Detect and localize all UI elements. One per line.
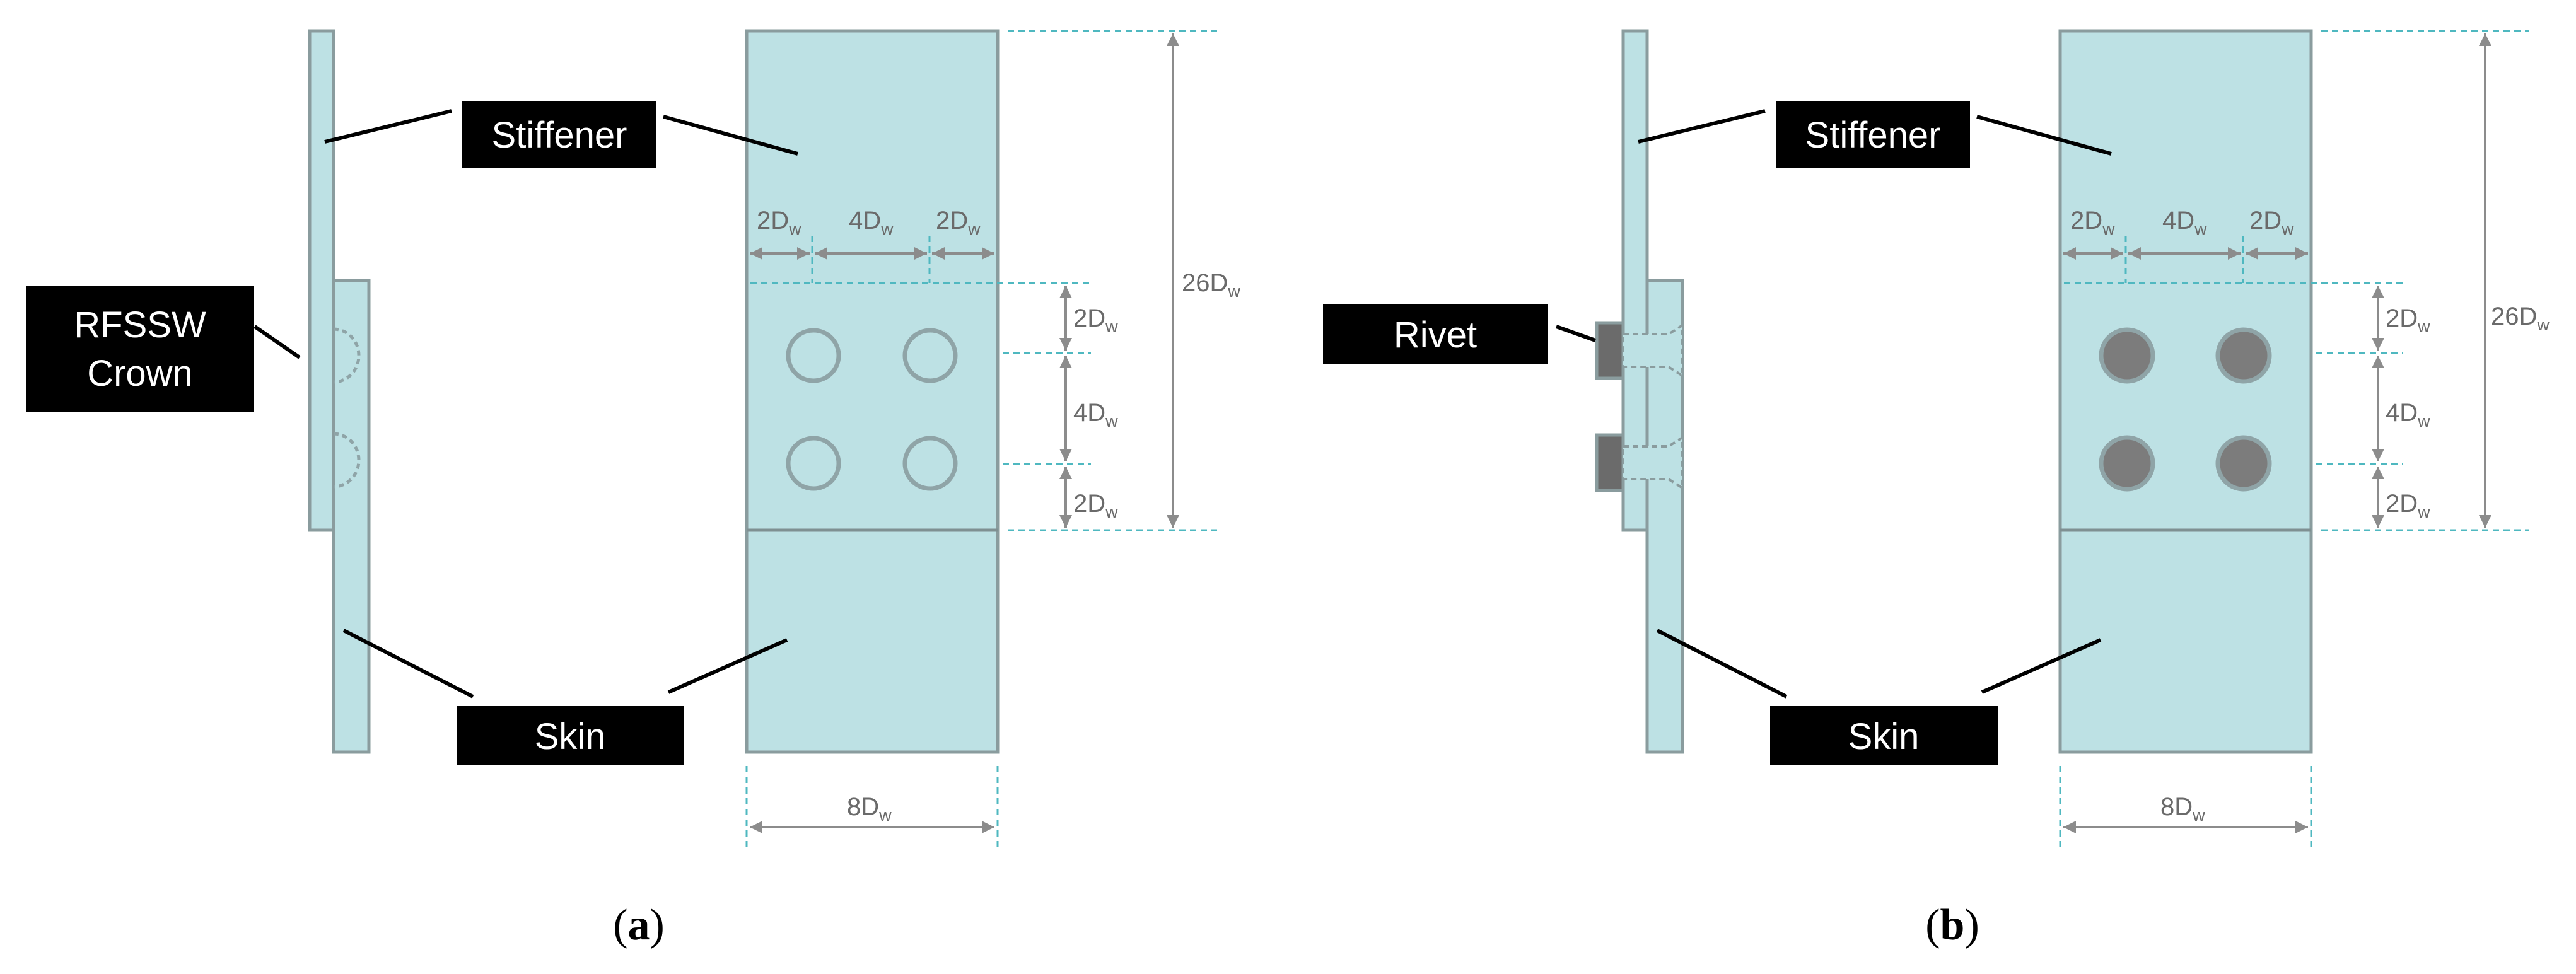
label-rivet: Rivet bbox=[1394, 315, 1477, 356]
label-crown: Crown bbox=[87, 353, 193, 394]
panel-b: 2Dw 4Dw 2Dw 2Dw 4Dw 2Dw 26Dw 8Dw Stiffen… bbox=[1323, 29, 2550, 949]
dimension-arrows-a bbox=[750, 33, 1179, 833]
dim-label-4dw: 4Dw bbox=[1073, 399, 1118, 431]
leader-lines-b bbox=[1555, 109, 2112, 699]
dim-label-2dw: 2Dw bbox=[1073, 490, 1118, 521]
weld-spot bbox=[902, 436, 958, 491]
label-box-skin-b bbox=[1770, 706, 1998, 765]
dim-label-26dw: 26Dw bbox=[2491, 303, 2550, 334]
dim-label-2dw: 2Dw bbox=[936, 207, 981, 238]
label-box-skin-a bbox=[457, 706, 684, 765]
rfssw-crown-lower bbox=[333, 432, 361, 489]
label-box-stiffener-b bbox=[1776, 101, 1970, 168]
stiffener-front-b bbox=[2058, 29, 2313, 532]
weld-spot bbox=[902, 328, 958, 383]
stiffener-front-a bbox=[745, 29, 1000, 532]
dim-label-2dw: 2Dw bbox=[1073, 304, 1118, 336]
dim-label-2dw: 2Dw bbox=[2249, 207, 2294, 238]
front-view-a bbox=[745, 29, 1000, 754]
label-skin-a: Skin bbox=[535, 716, 606, 757]
side-view-a bbox=[308, 29, 371, 754]
label-rfssw: RFSSW bbox=[74, 304, 206, 345]
panel-a: 2Dw 4Dw 2Dw 2Dw 4Dw 2Dw 26Dw 8Dw Stiffen… bbox=[26, 29, 1240, 949]
skin-side-a bbox=[332, 279, 371, 754]
label-box-stiffener-a bbox=[462, 101, 656, 168]
label-box-rfssw-crown bbox=[26, 286, 254, 412]
rivet-head-lower bbox=[1595, 433, 1625, 492]
dim-label-8dw: 8Dw bbox=[2160, 793, 2205, 825]
rivet-spot bbox=[2215, 435, 2272, 492]
label-stiffener-b: Stiffener bbox=[1805, 115, 1941, 156]
weld-spot bbox=[786, 328, 841, 383]
rivet-head-upper bbox=[1595, 321, 1625, 380]
dimension-arrows-b bbox=[2063, 33, 2491, 833]
caption-b: (b) bbox=[1925, 901, 1979, 949]
caption-a: (a) bbox=[613, 901, 665, 949]
rivet-spot bbox=[2099, 327, 2155, 384]
skin-front-a bbox=[745, 528, 1000, 754]
label-stiffener-a: Stiffener bbox=[492, 115, 627, 156]
dim-label-8dw: 8Dw bbox=[847, 793, 892, 825]
leader-lines-a bbox=[254, 109, 798, 699]
dim-label-2dw: 2Dw bbox=[2386, 490, 2430, 521]
rfssw-crown-upper bbox=[333, 327, 361, 384]
rivet-spot bbox=[2215, 327, 2272, 384]
dim-label-2dw: 2Dw bbox=[2386, 304, 2430, 336]
rivet-shank-lower bbox=[1622, 435, 1684, 490]
front-view-b bbox=[2058, 29, 2313, 754]
rivet-shank-upper bbox=[1622, 323, 1684, 378]
dim-label-26dw: 26Dw bbox=[1182, 269, 1240, 301]
side-view-b bbox=[1595, 29, 1684, 754]
dim-label-4dw: 4Dw bbox=[2162, 207, 2207, 238]
skin-front-b bbox=[2058, 528, 2313, 754]
label-skin-b: Skin bbox=[1848, 716, 1920, 757]
weld-spot bbox=[786, 436, 841, 491]
stiffener-side-a bbox=[308, 29, 335, 532]
dim-label-2dw: 2Dw bbox=[757, 207, 801, 238]
guide-lines-b bbox=[2059, 30, 2529, 848]
dim-label-2dw: 2Dw bbox=[2070, 207, 2115, 238]
label-box-rivet bbox=[1323, 304, 1548, 364]
dim-label-4dw: 4Dw bbox=[849, 207, 894, 238]
dim-label-4dw: 4Dw bbox=[2386, 399, 2430, 431]
rivet-spot bbox=[2099, 435, 2155, 492]
guide-lines-a bbox=[745, 30, 1217, 848]
